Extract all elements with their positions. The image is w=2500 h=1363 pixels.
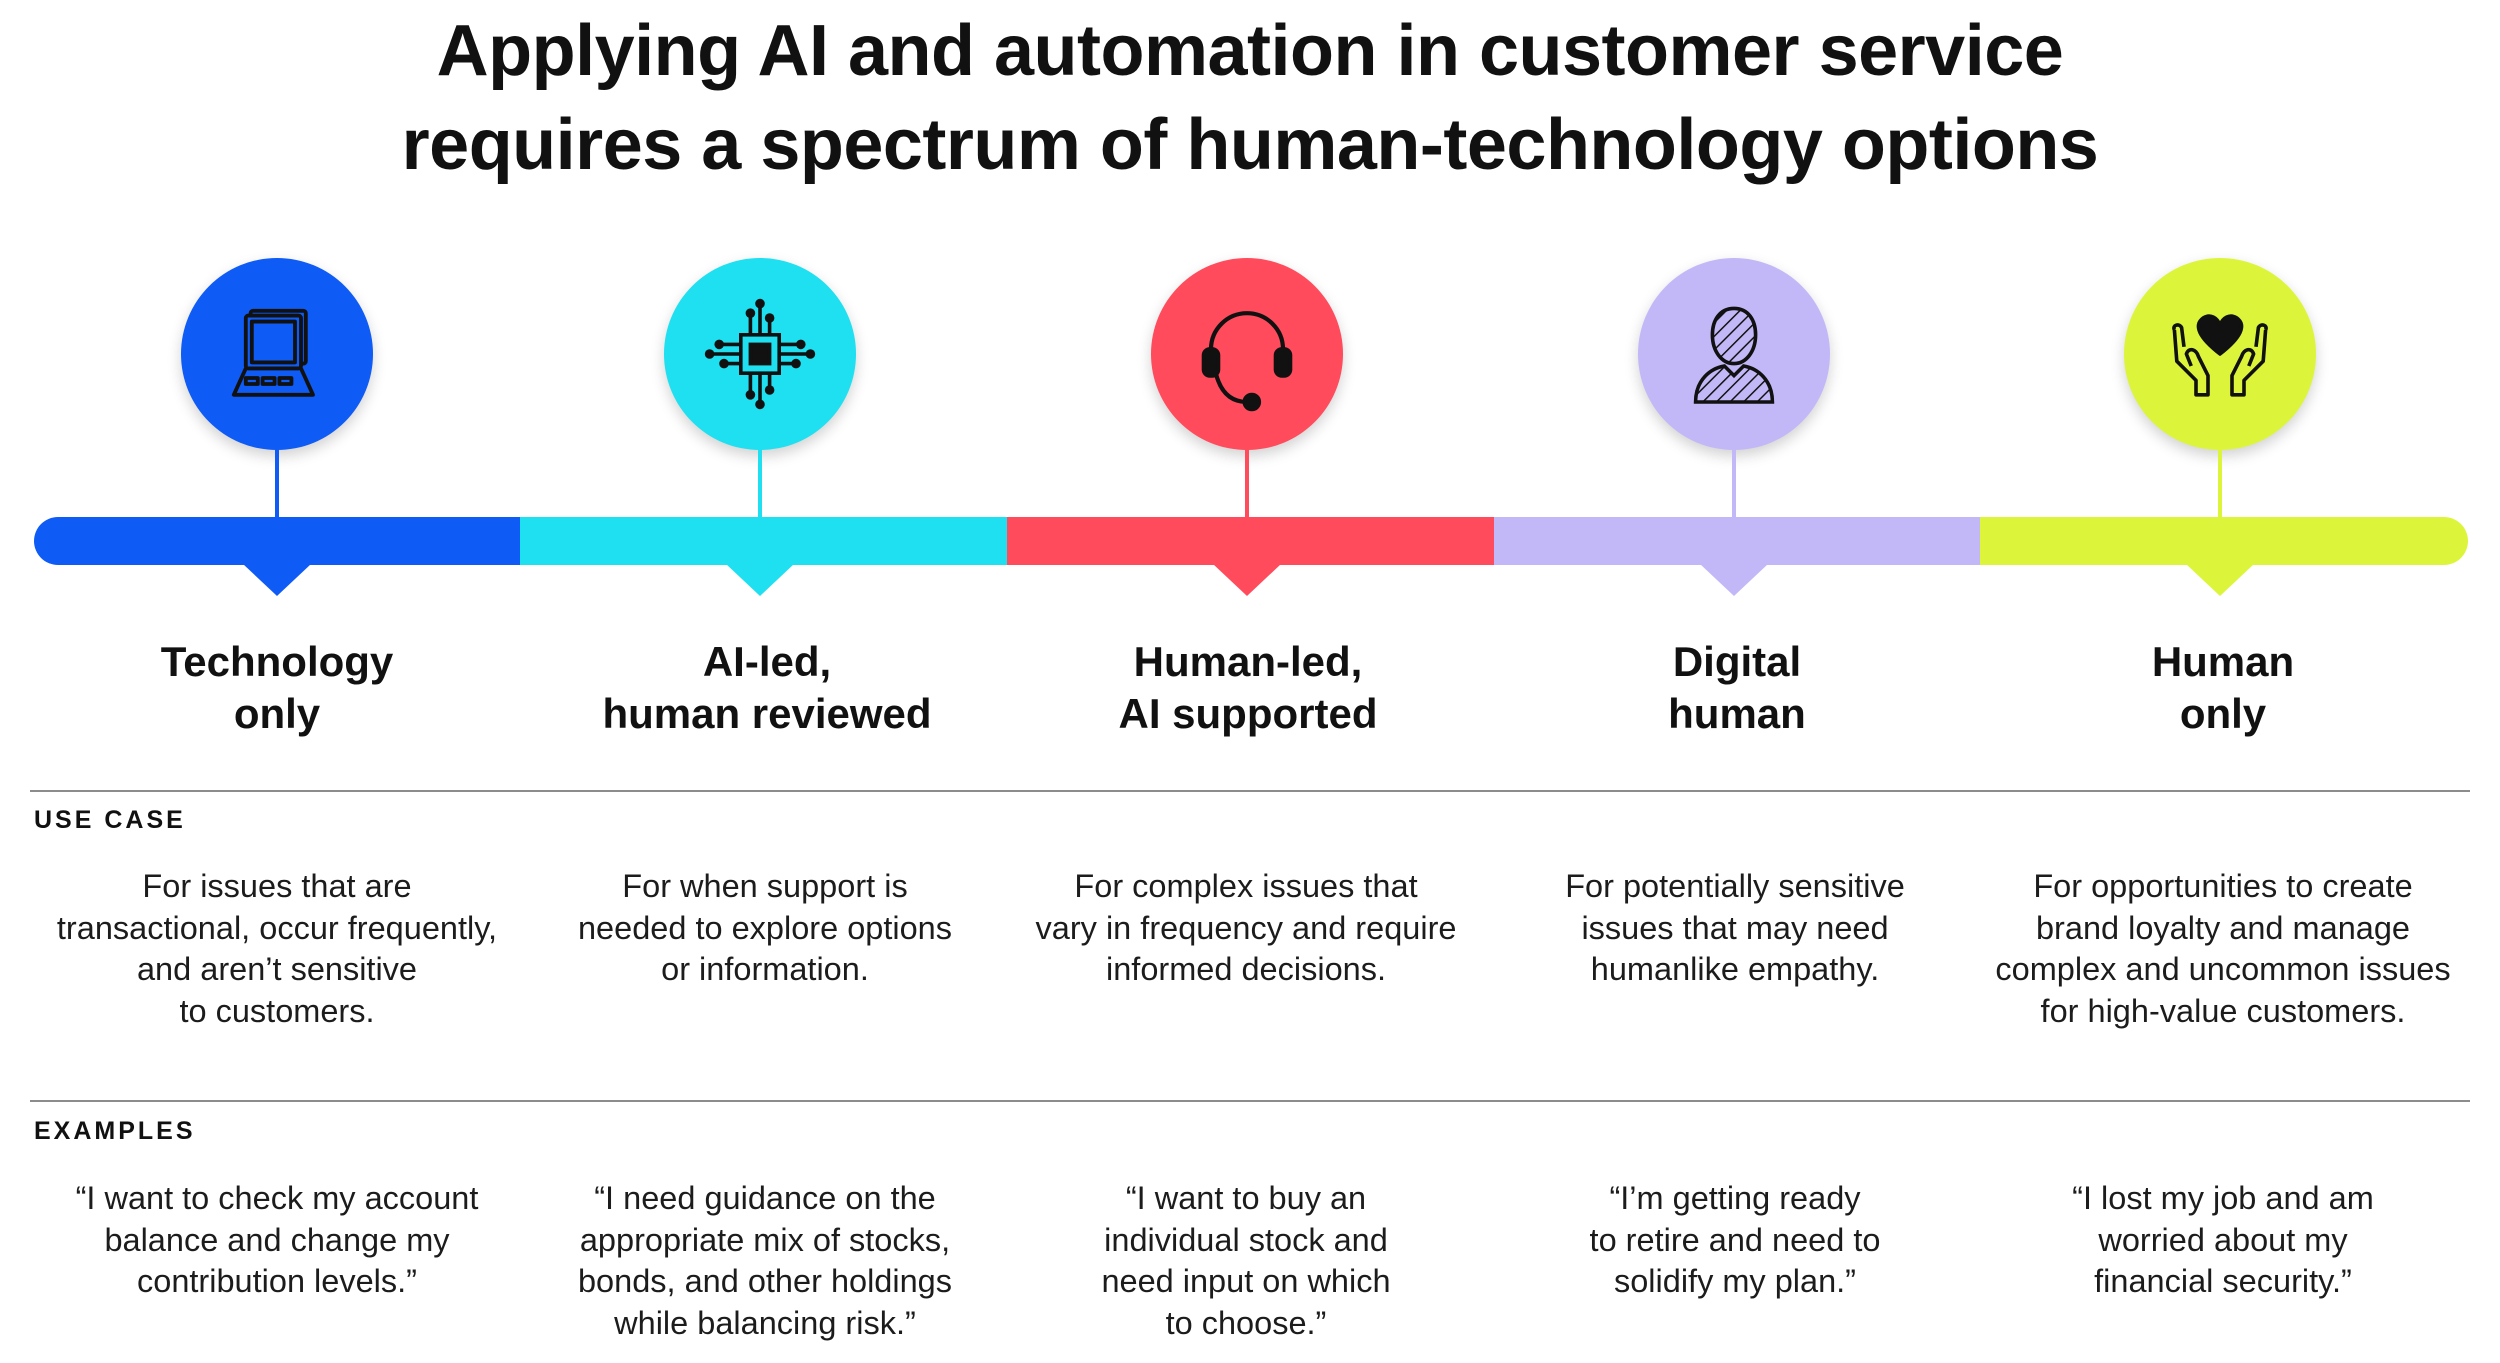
- stem-human-led: [1245, 448, 1249, 518]
- example-line: “I want to check my account: [75, 1180, 479, 1216]
- use-case-line: For potentially sensitive: [1565, 868, 1905, 904]
- use-case-ai-led: For when support is needed to explore op…: [521, 866, 1009, 991]
- title-line-2: requires a spectrum of human-technology …: [401, 105, 2099, 185]
- notch-digital-human: [1700, 564, 1768, 596]
- stem-digital-human: [1732, 448, 1736, 518]
- option-icon-circle-ai-led: [664, 258, 856, 450]
- use-case-line: For when support is: [622, 868, 908, 904]
- option-title-line: Digital: [1672, 638, 1802, 685]
- use-case-line: informed decisions.: [1106, 951, 1386, 987]
- use-case-line: brand loyalty and manage: [2035, 909, 2410, 946]
- example-human-led: “I want to buy an individual stock and n…: [1002, 1178, 1490, 1344]
- use-case-line: needed to explore options: [577, 909, 953, 946]
- example-line: to choose.”: [1165, 1304, 1327, 1341]
- example-line: “I need guidance on the: [594, 1180, 936, 1216]
- example-line: individual stock and: [1104, 1221, 1388, 1258]
- use-case-line: For complex issues that: [1074, 868, 1418, 904]
- option-title-line: human: [1668, 690, 1806, 737]
- divider-use-case: [30, 790, 2470, 792]
- option-title-line: Human: [2151, 638, 2295, 685]
- spectrum-segment-human-led: [1007, 517, 1495, 565]
- use-case-technology-only: For issues that are transactional, occur…: [33, 866, 521, 1032]
- notch-ai-led: [726, 564, 794, 596]
- example-ai-led: “I need guidance on the appropriate mix …: [521, 1178, 1009, 1344]
- stem-technology-only: [275, 448, 279, 518]
- section-label-use-case: USE CASE: [34, 806, 186, 834]
- spectrum-segment-technology-only: [34, 517, 521, 565]
- use-case-line: vary in frequency and require: [1035, 909, 1457, 946]
- spectrum-segment-human-only: [1980, 517, 2468, 565]
- divider-examples: [30, 1100, 2470, 1102]
- section-label-examples: EXAMPLES: [34, 1117, 196, 1145]
- stem-human-only: [2218, 448, 2222, 518]
- use-case-line: for high-value customers.: [2040, 992, 2406, 1029]
- option-title-technology-only: Technology only: [37, 636, 517, 740]
- page-title: Applying AI and automation in customer s…: [0, 4, 2500, 192]
- example-line: while balancing risk.”: [614, 1304, 916, 1341]
- notch-human-led: [1213, 564, 1281, 596]
- option-title-human-led: Human-led, AI supported: [1008, 636, 1488, 740]
- spectrum-segment-digital-human: [1494, 517, 1981, 565]
- use-case-line: complex and uncommon issues: [1995, 951, 2451, 987]
- headset-icon: [1201, 311, 1293, 412]
- use-case-line: For issues that are: [142, 868, 412, 904]
- option-title-ai-led: AI-led, human reviewed: [527, 636, 1007, 740]
- use-case-line: For opportunities to create: [2033, 868, 2413, 904]
- example-line: need input on which: [1101, 1263, 1391, 1299]
- example-technology-only: “I want to check my account balance and …: [33, 1178, 521, 1303]
- option-title-line: human reviewed: [602, 690, 932, 737]
- use-case-line: issues that may need: [1581, 909, 1889, 946]
- chip-icon: [704, 298, 816, 410]
- option-title-line: only: [233, 690, 321, 737]
- example-digital-human: “I’m getting ready to retire and need to…: [1491, 1178, 1979, 1303]
- example-line: solidify my plan.”: [1613, 1263, 1857, 1299]
- example-line: “I’m getting ready: [1609, 1180, 1861, 1216]
- spectrum-segment-ai-led: [520, 517, 1008, 565]
- option-title-digital-human: Digital human: [1497, 636, 1977, 740]
- notch-human-only: [2186, 564, 2254, 596]
- use-case-human-only: For opportunities to create brand loyalt…: [1979, 866, 2467, 1032]
- stem-ai-led: [758, 448, 762, 518]
- example-line: “I want to buy an: [1125, 1180, 1367, 1216]
- option-title-line: AI supported: [1118, 690, 1378, 737]
- option-icon-circle-human-led: [1151, 258, 1343, 450]
- hands-heart-icon: [2172, 314, 2268, 397]
- option-title-line: only: [2179, 690, 2267, 737]
- person-icon: [1693, 306, 1775, 404]
- use-case-line: humanlike empathy.: [1590, 951, 1880, 987]
- example-line: worried about my: [2098, 1221, 2348, 1258]
- example-line: contribution levels.”: [137, 1263, 417, 1299]
- option-icon-circle-technology-only: [181, 258, 373, 450]
- option-icon-circle-human-only: [2124, 258, 2316, 450]
- example-line: “I lost my job and am: [2072, 1180, 2374, 1216]
- example-line: balance and change my: [104, 1221, 450, 1258]
- option-title-line: Human-led,: [1133, 638, 1363, 685]
- option-title-line: Technology: [160, 638, 394, 685]
- example-human-only: “I lost my job and am worried about my f…: [1979, 1178, 2467, 1303]
- example-line: bonds, and other holdings: [577, 1263, 953, 1299]
- use-case-human-led: For complex issues that vary in frequenc…: [1002, 866, 1490, 991]
- example-line: to retire and need to: [1589, 1221, 1881, 1258]
- use-case-line: and aren’t sensitive: [136, 951, 418, 987]
- use-case-line: to customers.: [179, 992, 375, 1029]
- notch-technology-only: [243, 564, 311, 596]
- use-case-line: or information.: [661, 951, 869, 987]
- example-line: financial security.”: [2094, 1263, 2352, 1299]
- option-title-line: AI-led,: [702, 638, 832, 685]
- laptop-icon: [231, 308, 315, 397]
- option-icon-circle-digital-human: [1638, 258, 1830, 450]
- use-case-line: transactional, occur frequently,: [56, 909, 498, 946]
- title-line-1: Applying AI and automation in customer s…: [436, 11, 2064, 91]
- use-case-digital-human: For potentially sensitive issues that ma…: [1491, 866, 1979, 991]
- example-line: appropriate mix of stocks,: [579, 1221, 951, 1258]
- option-title-human-only: Human only: [1983, 636, 2463, 740]
